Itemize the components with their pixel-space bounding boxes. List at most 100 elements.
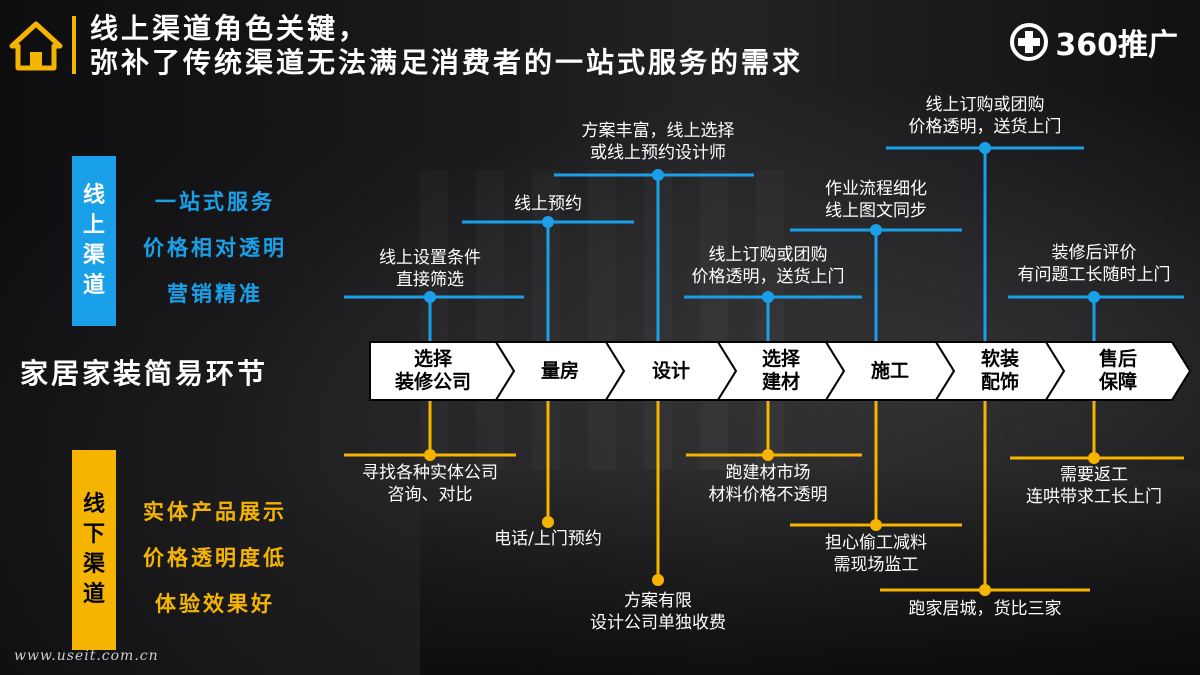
offline-connector-dot <box>979 584 991 596</box>
online-connector-dot <box>424 291 436 303</box>
process-step-label-line: 施工 <box>870 359 909 382</box>
process-step-label-line: 选择 <box>761 348 800 370</box>
online-connector-dot <box>652 169 664 181</box>
offline-annotation-line: 方案有限 <box>624 591 692 611</box>
offline-annotation-line: 材料价格不透明 <box>708 485 828 505</box>
process-step-label-line: 配饰 <box>980 371 1019 393</box>
plus-circle-icon <box>1010 23 1049 61</box>
online-annotation-line: 装修后评价 <box>1051 243 1137 263</box>
offline-annotation: 方案有限设计公司单独收费 <box>548 590 768 634</box>
offline-feature: 实体产品展示 <box>143 500 287 524</box>
process-step-label: 软装配饰 <box>940 348 1060 394</box>
offline-annotation: 需要返工连哄带求工长上门 <box>984 464 1200 508</box>
online-annotation-line: 线上设置条件 <box>379 248 481 268</box>
online-annotation: 线上预约 <box>438 193 658 215</box>
offline-channel-tag: 线 下 渠 道 <box>72 450 116 650</box>
offline-annotation-line: 跑家居城，货比三家 <box>908 599 1062 619</box>
online-tag-char: 道 <box>82 273 105 298</box>
online-feature: 一站式服务 <box>155 190 275 214</box>
offline-tag-char: 线 <box>82 492 105 517</box>
online-annotation-line: 作业流程细化 <box>825 179 927 199</box>
offline-annotation-line: 设计公司单独收费 <box>590 613 726 633</box>
online-annotation-line: 价格透明，送货上门 <box>691 267 845 287</box>
online-annotation-line: 直接筛选 <box>396 270 464 290</box>
online-annotation-line: 线上订购或团购 <box>925 95 1045 115</box>
offline-tag-char: 道 <box>82 582 105 607</box>
page-title-line-1: 线上渠道角色关键， <box>90 12 370 45</box>
offline-connector-dot <box>424 449 436 461</box>
online-tag-char: 线 <box>82 183 105 208</box>
offline-tag-char: 下 <box>82 522 105 547</box>
process-step-label-line: 选择 <box>413 348 452 370</box>
offline-feature: 价格透明度低 <box>143 546 287 570</box>
process-step-label: 设计 <box>611 360 731 383</box>
offline-annotation: 寻找各种实体公司咨询、对比 <box>320 462 540 506</box>
process-step-label-line: 装修公司 <box>394 371 471 393</box>
online-annotation: 方案丰富，线上选择或线上预约设计师 <box>548 120 768 164</box>
background-bed <box>420 470 1200 675</box>
offline-annotation-line: 电话/上门预约 <box>494 529 602 549</box>
process-step-label-line: 软装 <box>980 348 1019 370</box>
background-curtain <box>420 170 800 470</box>
online-annotation-line: 方案丰富，线上选择 <box>581 121 735 141</box>
brand-name: 360推广 <box>1055 28 1178 63</box>
online-feature: 价格相对透明 <box>143 236 287 260</box>
offline-connector-dot <box>1088 452 1100 464</box>
online-connector-dot <box>1088 291 1100 303</box>
offline-feature: 体验效果好 <box>155 592 275 616</box>
offline-annotation-line: 需现场监工 <box>833 555 919 575</box>
offline-annotation: 跑家居城，货比三家 <box>875 598 1095 620</box>
offline-annotation-line: 需要返工 <box>1060 465 1128 485</box>
offline-connector-dot <box>870 519 882 531</box>
page-title: 线上渠道角色关键， 弥补了传统渠道无法满足消费者的一站式服务的需求 <box>90 12 803 80</box>
offline-connector-dot <box>652 574 664 586</box>
online-annotation: 线上订购或团购价格透明，送货上门 <box>875 94 1095 138</box>
process-step-label-line: 建材 <box>761 371 800 393</box>
process-label: 家居家装简易环节 <box>20 357 269 390</box>
online-annotation-line: 有问题工长随时上门 <box>1017 265 1171 285</box>
offline-annotation-line: 跑建材市场 <box>725 463 811 483</box>
online-annotation: 装修后评价有问题工长随时上门 <box>984 242 1200 286</box>
online-connector-dot <box>762 291 774 303</box>
offline-connector-dot <box>542 516 554 528</box>
process-step-arrow <box>1044 341 1192 401</box>
brand-logo: 360推广 <box>1009 20 1178 64</box>
online-annotation-line: 或线上预约设计师 <box>590 143 726 163</box>
offline-annotation-line: 咨询、对比 <box>387 485 473 505</box>
process-step-label: 施工 <box>830 360 950 383</box>
online-annotation-line: 线上订购或团购 <box>708 245 828 265</box>
online-annotation-line: 线上图文同步 <box>825 201 927 221</box>
process-step-label-line: 设计 <box>651 359 690 382</box>
online-tag-char: 上 <box>82 213 105 238</box>
online-connector-dot <box>979 142 991 154</box>
process-step-label-line: 售后 <box>1098 348 1137 370</box>
offline-tag-char: 渠 <box>82 552 105 577</box>
offline-annotation-line: 担心偷工减料 <box>825 533 927 553</box>
online-annotation: 线上设置条件直接筛选 <box>320 247 540 291</box>
process-step-label-line: 量房 <box>540 359 579 382</box>
online-feature: 营销精准 <box>167 282 263 306</box>
process-step-label: 量房 <box>500 360 620 383</box>
process-step-label: 售后保障 <box>1058 348 1178 394</box>
offline-annotation: 担心偷工减料需现场监工 <box>766 532 986 576</box>
offline-annotation-line: 连哄带求工长上门 <box>1026 487 1162 507</box>
online-connector-dot <box>542 216 554 228</box>
online-connector-dot <box>870 224 882 236</box>
offline-annotation: 电话/上门预约 <box>438 528 658 550</box>
offline-annotation: 跑建材市场材料价格不透明 <box>658 462 878 506</box>
offline-annotation-line: 寻找各种实体公司 <box>362 463 498 483</box>
watermark: www.useit.com.cn <box>14 648 159 664</box>
online-channel-tag: 线 上 渠 道 <box>72 156 116 326</box>
online-annotation: 线上订购或团购价格透明，送货上门 <box>658 244 878 288</box>
process-step-label-line: 保障 <box>1098 371 1137 393</box>
online-annotation: 作业流程细化线上图文同步 <box>766 178 986 222</box>
offline-connector-dot <box>762 449 774 461</box>
header-accent-bar <box>72 16 76 74</box>
online-tag-char: 渠 <box>82 243 105 268</box>
house-icon <box>8 20 64 72</box>
process-step-label: 选择建材 <box>721 348 841 394</box>
online-annotation-line: 线上预约 <box>514 194 582 214</box>
page-title-line-2: 弥补了传统渠道无法满足消费者的一站式服务的需求 <box>90 46 804 79</box>
process-step-label: 选择装修公司 <box>373 348 493 394</box>
